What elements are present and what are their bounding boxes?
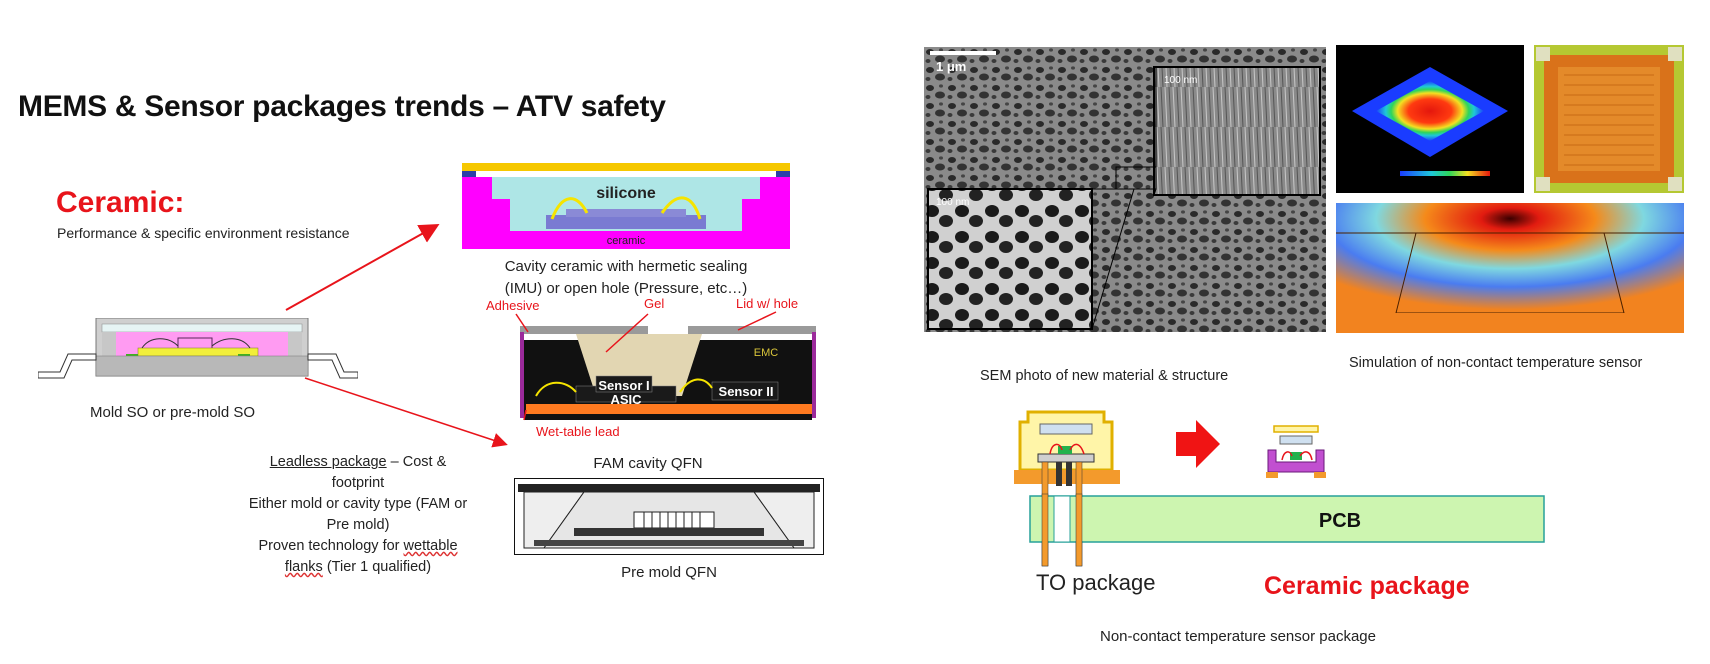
cavity-ceramic-caption-1: Cavity ceramic with hermetic sealing xyxy=(504,258,748,275)
fam-qfn-caption: FAM cavity QFN xyxy=(593,455,703,472)
sem-scale-main: 1 μm xyxy=(936,59,966,74)
mold-so-caption: Mold SO or pre-mold SO xyxy=(90,404,256,421)
pcb-label: PCB xyxy=(1319,510,1361,532)
ceramic-label: ceramic xyxy=(607,235,646,247)
leadless-line5b: wettable xyxy=(403,538,458,554)
leadless-description: Leadless package – Cost & footprint Eith… xyxy=(218,452,498,578)
cavity-ceramic-diagram: silicone ceramic xyxy=(462,163,790,249)
sensor-die-photo xyxy=(1534,45,1684,193)
sem-photo: 1 μm 100 nm 100 nm xyxy=(924,47,1326,332)
sensor1-label: Sensor I xyxy=(598,378,649,393)
leadless-line4: Pre mold) xyxy=(326,517,390,533)
arrow-to-ceramic xyxy=(285,224,440,311)
leadless-line1-rest: – Cost & xyxy=(386,454,447,470)
leadless-term: Leadless package xyxy=(269,454,387,470)
premold-qfn-caption: Pre mold QFN xyxy=(621,564,717,581)
leadless-line2: footprint xyxy=(331,475,385,491)
leadless-line3: Either mold or cavity type (FAM or xyxy=(248,496,468,512)
cavity-ceramic-caption-2: (IMU) or open hole (Pressure, etc…) xyxy=(504,280,748,297)
sem-caption: SEM photo of new material & structure xyxy=(980,368,1229,384)
lid-label: Lid w/ hole xyxy=(736,296,798,311)
fam-qfn-diagram: Sensor I ASIC Sensor II EMC Adhesive Gel… xyxy=(486,296,816,439)
simulation-3d-image xyxy=(1336,45,1524,193)
mold-so-diagram xyxy=(38,318,358,379)
sensor2-label: Sensor II xyxy=(719,384,774,399)
ceramic-package-label: Ceramic package xyxy=(1264,572,1470,600)
page-title: MEMS & Sensor packages trends – ATV safe… xyxy=(18,90,666,123)
simulation-cross-section xyxy=(1336,203,1684,333)
leadless-line6a: flanks xyxy=(284,559,323,575)
leadless-line5a: Proven technology for xyxy=(258,538,404,554)
leadless-line6b: (Tier 1 qualified) xyxy=(322,559,432,575)
sem-scale-inset-bottom: 100 nm xyxy=(936,197,969,208)
simulation-caption: Simulation of non-contact temperature se… xyxy=(1349,355,1643,371)
arrows-overlay xyxy=(285,224,508,448)
adhesive-label: Adhesive xyxy=(486,298,539,313)
emc-label: EMC xyxy=(754,347,779,359)
temperature-package-caption: Non-contact temperature sensor package xyxy=(1100,628,1376,645)
gel-label: Gel xyxy=(644,296,664,311)
sem-scale-inset-top: 100 nm xyxy=(1164,75,1197,86)
premold-qfn-diagram xyxy=(514,478,824,555)
to-package-label: TO package xyxy=(1036,570,1156,595)
arrow-to-qfn xyxy=(304,377,508,448)
silicone-label: silicone xyxy=(596,185,656,202)
ceramic-subtitle: Performance & specific environment resis… xyxy=(57,225,350,241)
ceramic-heading: Ceramic: xyxy=(56,186,185,219)
asic-label: ASIC xyxy=(610,392,642,407)
temperature-package-diagram: PCB xyxy=(1014,410,1545,567)
lead-label: Wet-table lead xyxy=(536,424,620,439)
